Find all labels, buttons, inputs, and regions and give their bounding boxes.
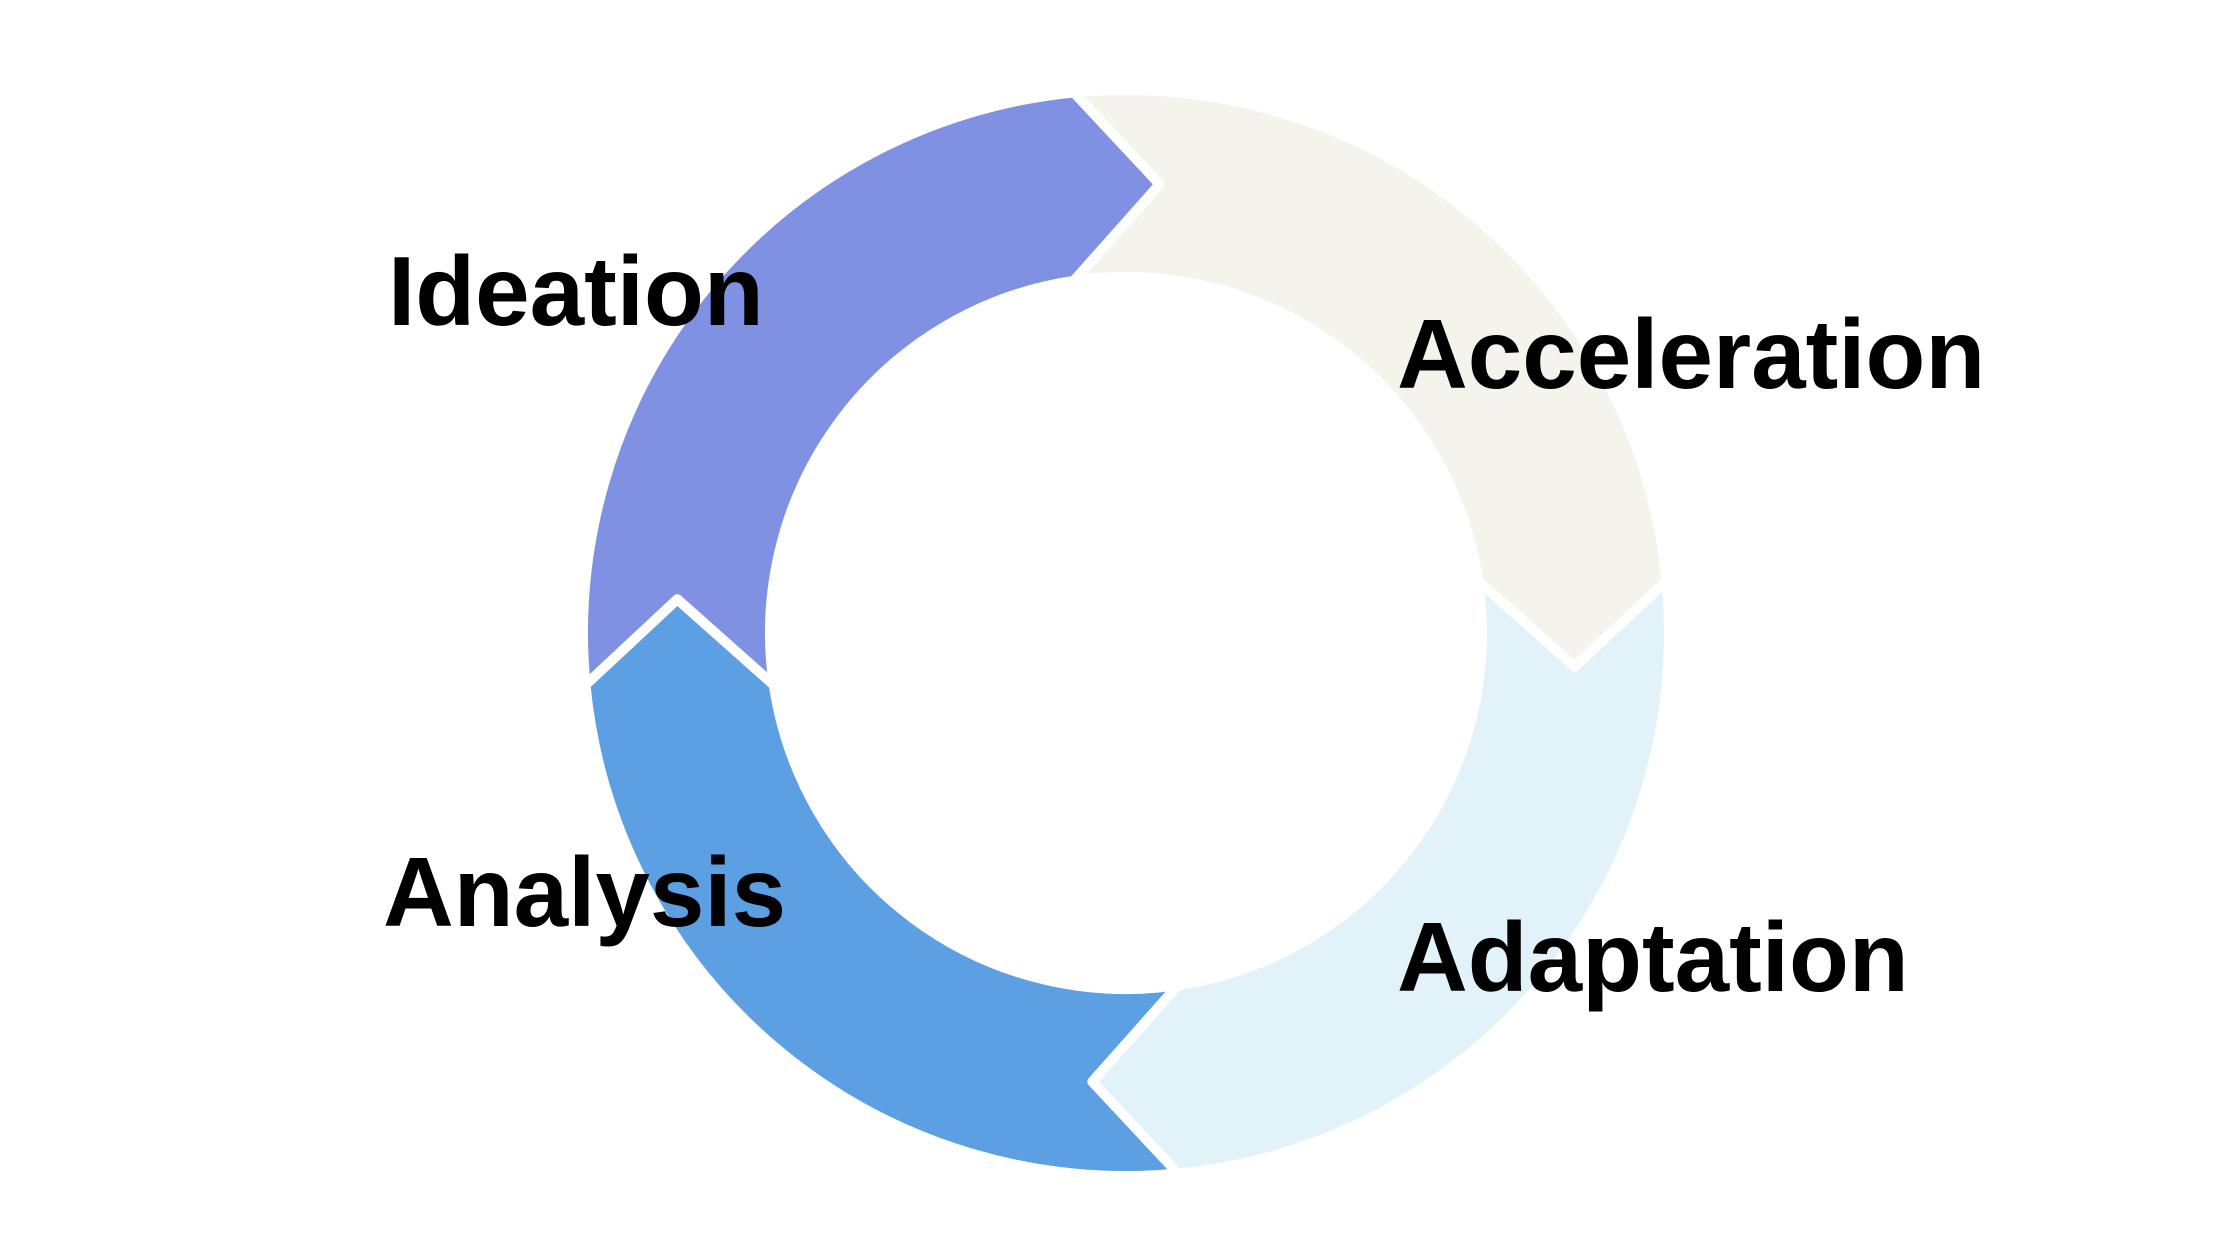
label-adaptation: Adaptation — [1397, 902, 1909, 1012]
segment-analysis — [580, 594, 1183, 1181]
segment-acceleration — [1069, 85, 1672, 672]
label-analysis: Analysis — [383, 837, 786, 947]
label-acceleration: Acceleration — [1397, 299, 1985, 409]
segment-ideation — [578, 87, 1165, 690]
label-ideation: Ideation — [388, 236, 764, 346]
segment-adaptation — [1087, 576, 1674, 1179]
